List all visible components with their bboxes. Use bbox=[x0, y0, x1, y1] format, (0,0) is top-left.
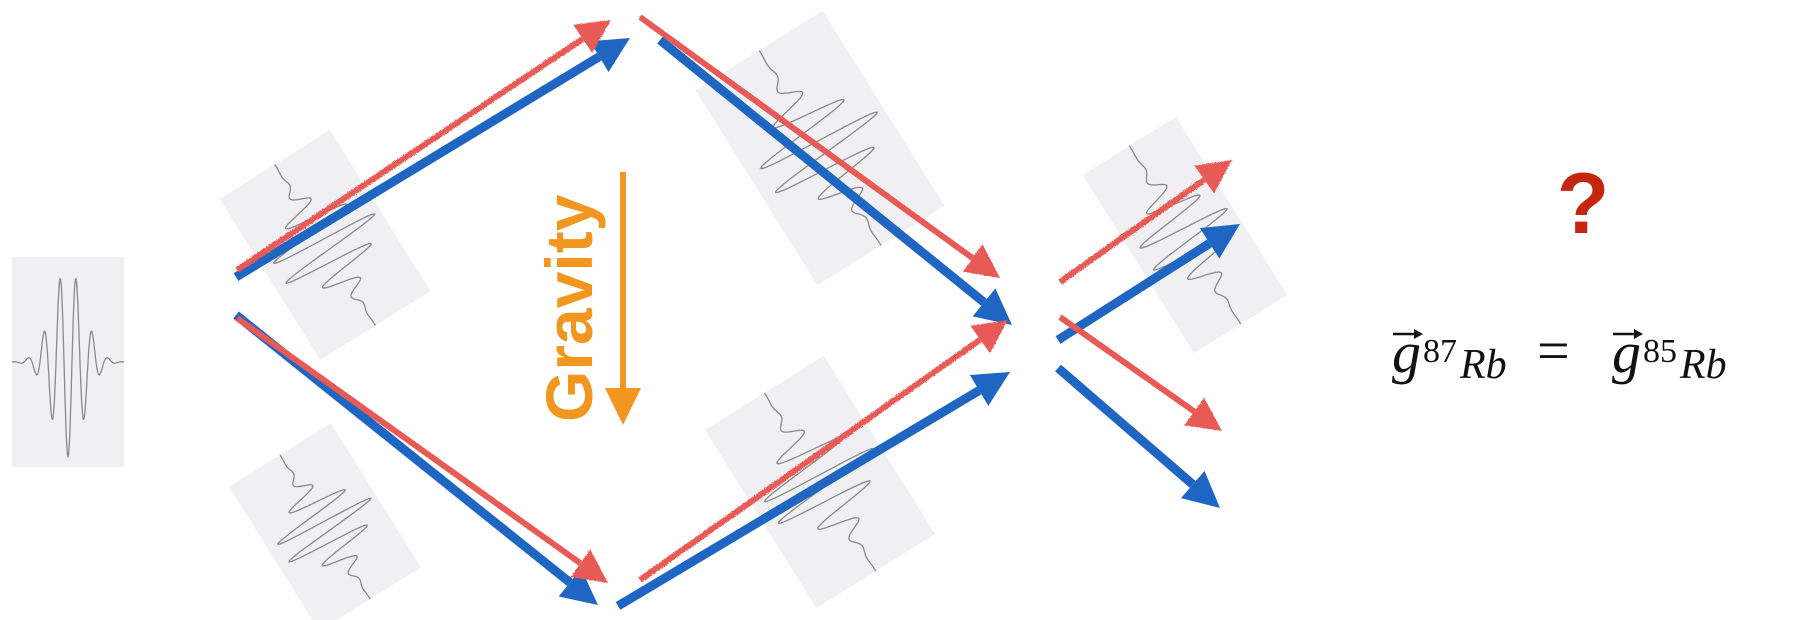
wave-packet-lower-left-background bbox=[229, 423, 421, 620]
red-arrow-upper-recombine bbox=[638, 14, 1000, 278]
down-arrow-icon bbox=[605, 388, 641, 425]
question-mark: ? bbox=[1557, 156, 1610, 252]
lhs-vector-arrowhead-icon bbox=[1414, 329, 1423, 339]
wave-packet-output bbox=[1082, 116, 1288, 354]
red-arrow-split-down bbox=[235, 315, 608, 583]
lhs-g-symbol: g bbox=[1392, 320, 1421, 385]
blue-arrow-output-up-shaft bbox=[1055, 239, 1213, 344]
rhs-vector-arrowhead-icon bbox=[1634, 329, 1643, 339]
blue-arrow-split-up bbox=[233, 38, 630, 281]
blue-arrow-output-up bbox=[1055, 224, 1240, 344]
red-arrow-output-up bbox=[1058, 160, 1232, 285]
rhs-subscript: Rb bbox=[1679, 342, 1727, 388]
red-arrow-output-down-shaft bbox=[1058, 314, 1196, 414]
red-arrow-split-up-head bbox=[573, 20, 611, 54]
blue-arrow-output-up-head bbox=[1199, 224, 1240, 259]
blue-arrow-split-up-shaft bbox=[233, 52, 602, 281]
red-arrow-split-up bbox=[235, 20, 611, 273]
wave-packet-icon bbox=[1128, 145, 1242, 325]
blue-arrow-upper-recombine-shaft bbox=[657, 36, 987, 306]
blue-arrow-lower-recombine-shaft bbox=[615, 386, 982, 610]
blue-arrow-upper-recombine bbox=[657, 36, 1012, 325]
wave-packet-lower-left bbox=[229, 423, 421, 620]
equation: g 87 Rb = g 85 Rb bbox=[1392, 318, 1727, 388]
red-arrow-split-down-head bbox=[570, 549, 608, 583]
blue-arrow-lower-recombine-head bbox=[969, 372, 1010, 406]
blue-arrow-output-down bbox=[1055, 364, 1220, 508]
gravity-label: Gravity bbox=[532, 194, 606, 422]
red-arrow-upper-recombine-head bbox=[962, 244, 1000, 278]
red-arrow-split-down-shaft bbox=[235, 315, 583, 566]
wave-packet-initial bbox=[12, 257, 124, 467]
wave-packet-icon bbox=[276, 454, 372, 600]
wave-packet-output-background bbox=[1082, 116, 1288, 354]
red-arrow-output-down-head bbox=[1184, 397, 1222, 431]
red-arrow-lower-recombine-head bbox=[970, 320, 1008, 354]
wave-packet-upper-left-background bbox=[219, 129, 431, 361]
red-arrow-upper-recombine-shaft bbox=[638, 14, 975, 261]
red-arrow-lower-recombine-shaft bbox=[638, 337, 982, 583]
blue-arrow-output-down-shaft bbox=[1055, 364, 1196, 488]
blue-arrow-split-down-head bbox=[558, 568, 598, 605]
red-arrow-split-up-shaft bbox=[235, 36, 585, 273]
rhs-g-symbol: g bbox=[1612, 320, 1641, 385]
blue-arrow-split-up-head bbox=[589, 38, 630, 73]
red-arrow-output-up-head bbox=[1194, 160, 1232, 194]
red-arrow-output-down bbox=[1058, 314, 1222, 431]
wave-packet-initial-background bbox=[12, 257, 124, 467]
red-arrow-output-up-shaft bbox=[1058, 177, 1207, 285]
lhs-subscript: Rb bbox=[1459, 342, 1507, 388]
blue-arrow-output-down-head bbox=[1180, 470, 1220, 508]
blue-arrow-upper-recombine-head bbox=[972, 288, 1012, 325]
wave-packet-upper-left bbox=[219, 129, 431, 361]
wave-packet-icon bbox=[758, 50, 882, 246]
gravity-arrow bbox=[605, 172, 641, 425]
equals-sign: = bbox=[1537, 318, 1570, 383]
wave-packet-icon bbox=[272, 164, 376, 326]
red-arrow-lower-recombine bbox=[638, 320, 1008, 583]
blue-arrow-lower-recombine bbox=[615, 372, 1010, 610]
lhs-isotope: 87 bbox=[1423, 333, 1457, 370]
wave-packet-icon bbox=[12, 277, 124, 459]
rhs-isotope: 85 bbox=[1643, 333, 1677, 370]
